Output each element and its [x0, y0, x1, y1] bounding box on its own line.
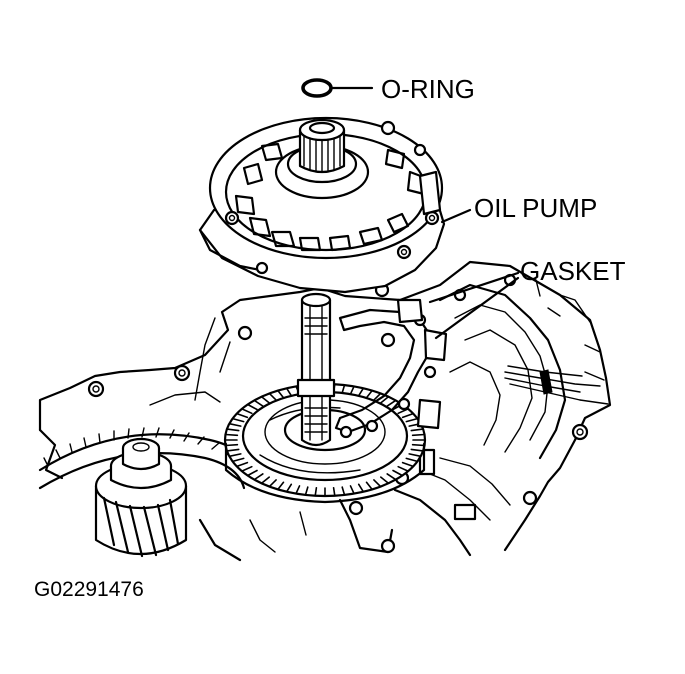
gear-tooth: [304, 486, 309, 496]
gear-tooth: [246, 469, 258, 477]
gasket-leader-upper: [428, 271, 520, 304]
input-shaft: [296, 292, 336, 447]
gear-tooth: [231, 417, 245, 423]
o-ring: [301, 78, 333, 98]
gear-tooth: [408, 453, 422, 458]
gear-tooth: [349, 485, 355, 495]
o-ring-label: O-RING: [381, 74, 475, 104]
gear-tooth: [411, 443, 426, 447]
oil-pump: [198, 116, 446, 294]
gear-tooth: [405, 457, 419, 463]
gasket-leader-lower: [434, 276, 520, 340]
gear-tooth: [379, 476, 390, 485]
figure-code: G02291476: [34, 578, 144, 601]
gear-tooth: [295, 485, 301, 495]
gear-tooth: [260, 395, 271, 404]
gear-tooth: [277, 389, 285, 399]
gear-tooth: [401, 412, 415, 419]
gear-tooth: [365, 389, 373, 399]
gear-tooth: [228, 453, 242, 458]
gear-tooth: [379, 395, 390, 404]
gear-tooth: [373, 392, 382, 401]
gear-tooth: [411, 433, 426, 437]
oil-pump-leader: [440, 208, 472, 224]
gear-tooth: [341, 486, 346, 496]
gear-tooth: [241, 465, 253, 472]
gear-tooth: [357, 483, 365, 493]
gear-tooth: [285, 387, 293, 397]
gear-tooth: [236, 412, 249, 419]
gear-tooth: [253, 473, 264, 481]
gear-tooth: [373, 479, 382, 488]
gear-tooth: [277, 481, 285, 491]
gear-tooth: [341, 384, 346, 394]
gear-tooth: [241, 408, 253, 415]
gear-tooth: [226, 448, 240, 452]
gear-tooth: [410, 428, 424, 432]
gear-tooth: [410, 448, 424, 452]
gear-tooth: [365, 481, 373, 491]
gear-tooth: [332, 486, 336, 497]
gear-tooth: [268, 479, 277, 488]
gear-tooth: [285, 483, 293, 493]
gear-tooth: [260, 476, 271, 485]
gear-tooth: [253, 399, 264, 407]
gasket-label: GASKET: [520, 256, 626, 286]
gear-tooth: [397, 408, 409, 415]
gear-tooth: [226, 428, 240, 432]
gear-tooth: [401, 461, 415, 468]
gear-tooth: [236, 461, 249, 468]
gear-tooth: [386, 399, 397, 407]
gear-tooth: [224, 443, 239, 447]
gasket: [334, 298, 448, 439]
gear-tooth: [392, 469, 404, 477]
helical-drive-gear: [38, 427, 252, 558]
gear-tooth: [228, 422, 242, 427]
gear-tooth: [397, 465, 409, 472]
gear-tooth: [349, 385, 355, 395]
gear-tooth: [405, 417, 419, 423]
callout-leaders: [331, 86, 520, 340]
gear-tooth: [268, 392, 277, 401]
gear-tooth: [357, 387, 365, 397]
gear-tooth: [224, 433, 239, 437]
oil-pump-label: OIL PUMP: [474, 193, 597, 223]
gear-tooth: [246, 403, 258, 411]
gear-tooth: [386, 473, 397, 481]
gear-tooth: [314, 486, 318, 497]
gear-tooth: [231, 457, 245, 463]
